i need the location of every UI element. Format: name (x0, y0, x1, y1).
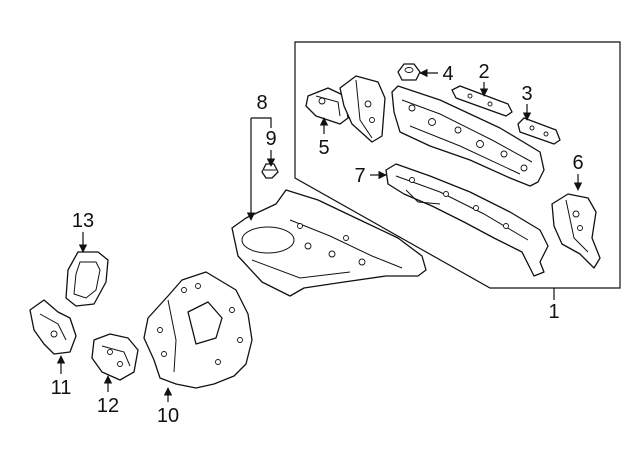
callout-3: 3 (521, 83, 532, 105)
callout-7: 7 (354, 165, 365, 187)
part-4-clip (397, 63, 421, 81)
rear-body-panel (391, 85, 545, 187)
part-7-crossmember (385, 163, 549, 277)
assembly-box (294, 41, 621, 289)
callout-8: 8 (256, 92, 267, 114)
part-2-reinforcement (451, 85, 513, 117)
part-10-panel (143, 271, 253, 389)
part-5-bracket (305, 87, 349, 125)
callout-12: 12 (97, 395, 119, 417)
part-side-bracket (339, 75, 386, 143)
callout-2: 2 (478, 61, 489, 83)
callout-6: 6 (572, 152, 583, 174)
part-11-bracket (29, 299, 77, 355)
callout-4: 4 (442, 63, 453, 85)
callout-5: 5 (318, 137, 329, 159)
callout-9: 9 (265, 128, 276, 150)
callout-1: 1 (548, 301, 559, 323)
callout-11: 11 (51, 377, 72, 399)
leaders (56, 68, 583, 402)
callout-10: 10 (157, 405, 179, 427)
part-9-plug (261, 163, 279, 179)
callout-labels: 1 2 3 4 5 6 7 8 9 10 11 12 13 (51, 61, 584, 427)
part-13-cover (65, 251, 109, 307)
part-8-floor-pan (231, 189, 427, 297)
part-3-reinforcement (517, 117, 561, 145)
part-12-bracket (91, 333, 139, 381)
callout-13: 13 (72, 210, 94, 232)
part-6-bracket (551, 193, 601, 269)
